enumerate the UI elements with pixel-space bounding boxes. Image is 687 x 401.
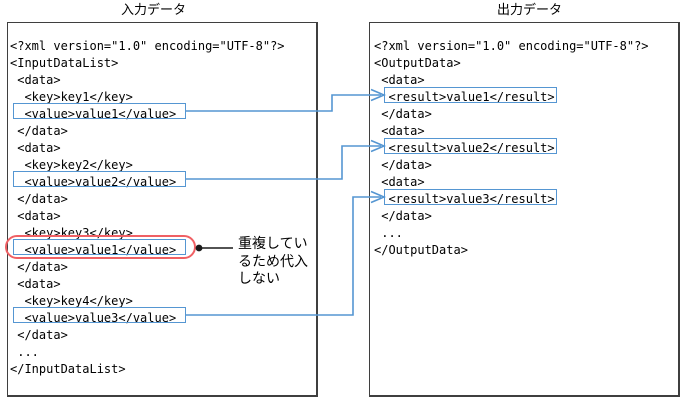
input-value2-highlight-box bbox=[13, 171, 186, 187]
input-xml-line: <?xml version="1.0" encoding="UTF-8"?> bbox=[10, 39, 285, 53]
input-panel: <?xml version="1.0" encoding="UTF-8"?> <I… bbox=[5, 22, 318, 397]
input-xml-line: <data> bbox=[10, 141, 61, 155]
input-value3-highlight-box bbox=[13, 307, 186, 323]
input-xml-line: </data> bbox=[10, 328, 68, 342]
output-xml-line: <result>value1</result> bbox=[374, 90, 555, 104]
input-xml-line: </data> bbox=[10, 192, 68, 206]
output-panel: <?xml version="1.0" encoding="UTF-8"?> <O… bbox=[369, 22, 680, 397]
input-xml-line: <key>key2</key> bbox=[10, 158, 133, 172]
duplicate-note-line: 重複してい bbox=[238, 236, 308, 252]
output-panel-title: 出力データ bbox=[497, 3, 563, 18]
output-xml-line: </OutputData> bbox=[374, 243, 468, 257]
output-xml-line: </data> bbox=[374, 209, 432, 223]
input-xml-code: <?xml version="1.0" encoding="UTF-8"?> <I… bbox=[10, 38, 285, 378]
output-xml-line: <result>value2</result> bbox=[374, 141, 555, 155]
input-panel-title: 入力データ bbox=[121, 3, 187, 18]
duplicate-note-line: しない bbox=[238, 271, 280, 287]
duplicate-note: 重複しているため代入しない bbox=[238, 236, 308, 289]
input-xml-line: </data> bbox=[10, 124, 68, 138]
input-xml-line: <value>value3</value> bbox=[10, 311, 177, 325]
output-xml-line: </data> bbox=[374, 158, 432, 172]
input-xml-line: <key>key4</key> bbox=[10, 294, 133, 308]
input-xml-line: <data> bbox=[10, 209, 61, 223]
output-result1-highlight-box bbox=[384, 87, 557, 103]
input-xml-line: <key>key1</key> bbox=[10, 90, 133, 104]
output-xml-line: <result>value3</result> bbox=[374, 192, 555, 206]
input-xml-line: <value>value1</value> bbox=[10, 107, 177, 121]
input-value1-highlight-box bbox=[13, 103, 186, 119]
output-result2-highlight-box bbox=[384, 138, 557, 154]
output-xml-line: <OutputData> bbox=[374, 56, 461, 70]
input-xml-line: <InputDataList> bbox=[10, 56, 119, 70]
output-xml-line: <data> bbox=[374, 175, 425, 189]
output-xml-line: <data> bbox=[374, 124, 425, 138]
input-xml-line: <value>value1</value> bbox=[10, 243, 177, 257]
input-xml-line: </InputDataList> bbox=[10, 362, 126, 376]
duplicate-note-line: るため代入 bbox=[238, 253, 308, 270]
output-result3-highlight-box bbox=[384, 189, 557, 205]
input-xml-line: <data> bbox=[10, 277, 61, 291]
output-xml-line: <data> bbox=[374, 73, 425, 87]
output-xml-line: <?xml version="1.0" encoding="UTF-8"?> bbox=[374, 39, 649, 53]
input-xml-line: <data> bbox=[10, 73, 61, 87]
input-xml-line: ... bbox=[10, 345, 39, 359]
input-xml-line: </data> bbox=[10, 260, 68, 274]
input-xml-line: <value>value2</value> bbox=[10, 175, 177, 189]
output-xml-code: <?xml version="1.0" encoding="UTF-8"?> <O… bbox=[374, 38, 649, 259]
output-xml-line: </data> bbox=[374, 107, 432, 121]
output-xml-line: ... bbox=[374, 226, 403, 240]
input-duplicate-value1-highlight-box bbox=[13, 239, 186, 255]
